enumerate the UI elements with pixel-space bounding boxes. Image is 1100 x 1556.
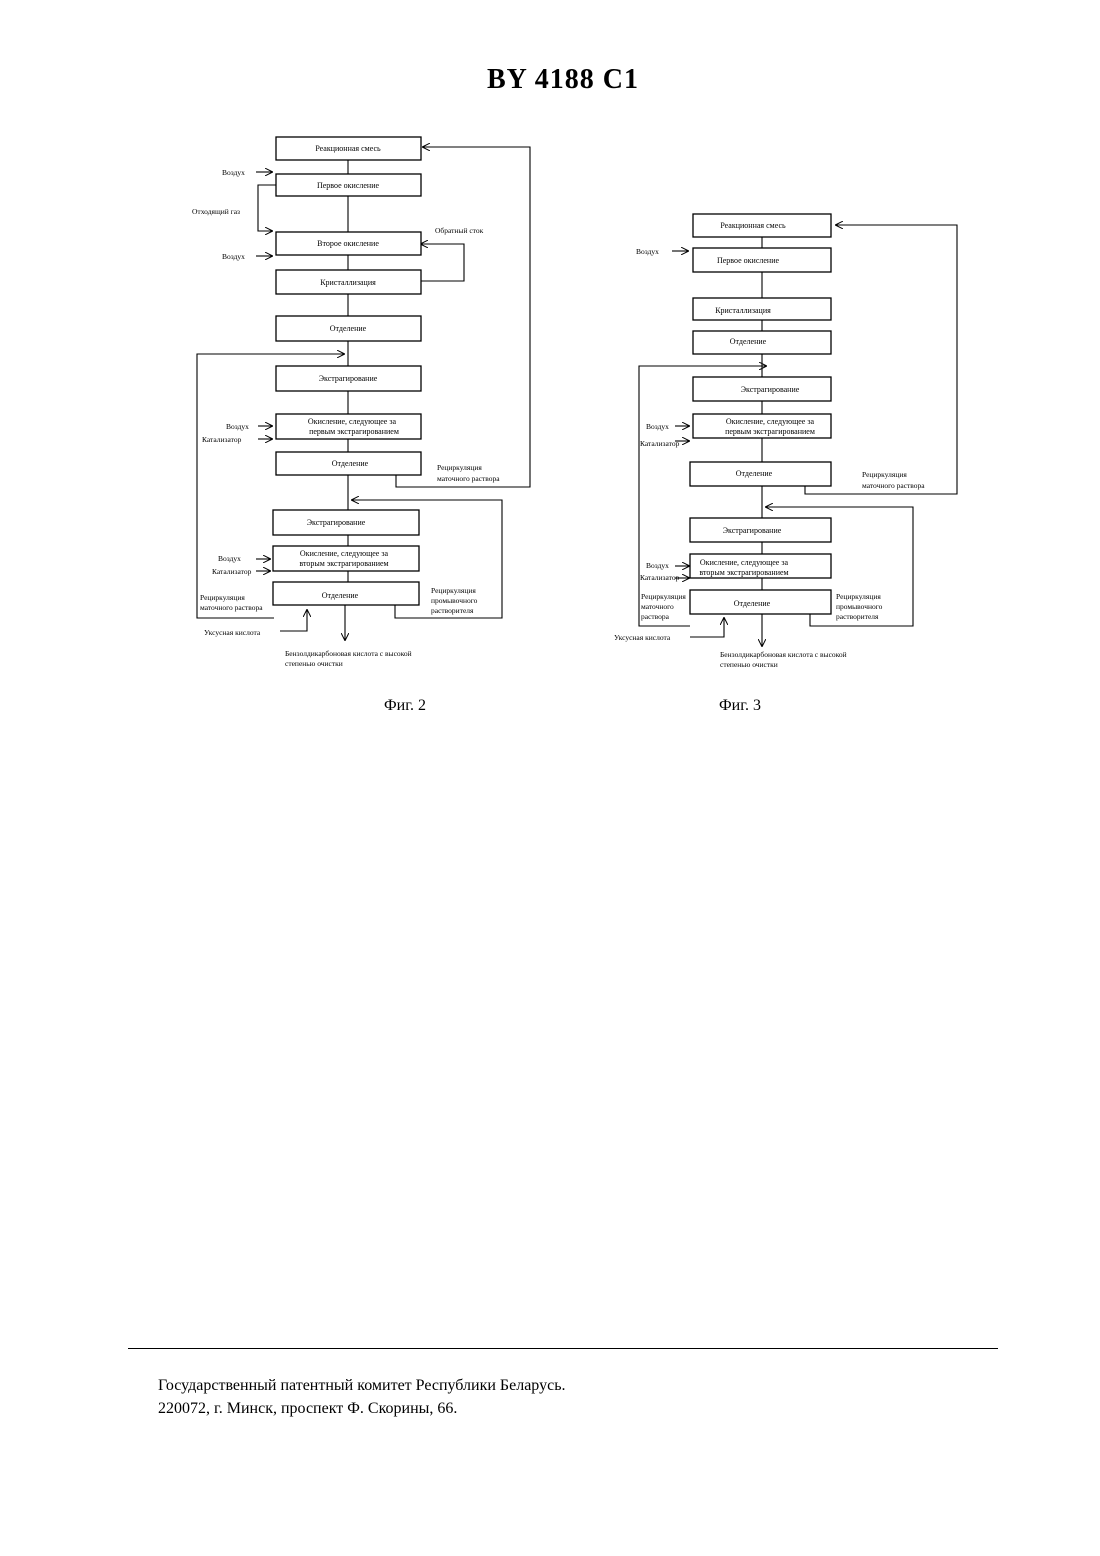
- fig3-label-acetic-acid: Уксусная кислота: [614, 633, 671, 642]
- fig3-label-catalyst-2: Катализатор: [640, 573, 680, 582]
- fig2-label-product-line2: степенью очистки: [285, 659, 343, 668]
- fig3-box-extraction-2: Экстрагирование: [723, 526, 782, 535]
- fig3-box-oxidation-after-second-line1: Окисление, следующее за: [700, 558, 789, 567]
- fig3-box-separation-3: Отделение: [734, 599, 771, 608]
- fig3-label-recycle-wash-line1: Рециркуляция: [836, 592, 881, 601]
- fig3-box-crystallization: Кристаллизация: [715, 306, 771, 315]
- footer-divider: [128, 1348, 998, 1349]
- fig2-label-recycle-mother-line1: Рециркуляция: [437, 463, 482, 472]
- fig3-box-oxidation-after-second-line2: вторым экстрагированием: [699, 568, 788, 577]
- fig3-label-air-2: Воздух: [646, 422, 669, 431]
- fig3-label-air-1: Воздух: [636, 247, 659, 256]
- fig2-box-oxidation-after-first-line2: первым экстрагированием: [309, 427, 399, 436]
- fig2-label-recycle-mother-left-line1: Рециркуляция: [200, 593, 245, 602]
- footer: Государственный патентный комитет Респуб…: [158, 1374, 566, 1420]
- document-number: BY 4188 C1: [0, 64, 1100, 96]
- fig2-box-first-oxidation: Первое окисление: [317, 181, 380, 190]
- fig3-label-recycle-mother-left-line2: маточного: [641, 602, 674, 611]
- fig2-label-recycle-wash-line2: промывочного: [431, 596, 478, 605]
- fig2-label-recycle-wash-line3: растворителя: [431, 606, 474, 615]
- figure-3-caption: Фиг. 3: [719, 697, 761, 715]
- fig2-box-second-oxidation: Второе окисление: [317, 239, 379, 248]
- fig2-box-extraction-1: Экстрагирование: [319, 374, 378, 383]
- fig2-label-air-3: Воздух: [226, 422, 249, 431]
- footer-line-2: 220072, г. Минск, проспект Ф. Скорины, 6…: [158, 1397, 566, 1420]
- fig3-box-oxidation-after-first-line1: Окисление, следующее за: [726, 417, 815, 426]
- fig3-box-oxidation-after-first-line2: первым экстрагированием: [725, 427, 815, 436]
- fig2-box-oxidation-after-second-line2: вторым экстрагированием: [299, 559, 388, 568]
- fig2-label-recycle-mother-line2: маточного раствора: [437, 474, 500, 483]
- fig2-box-extraction-2: Экстрагирование: [307, 518, 366, 527]
- fig2-box-oxidation-after-first-line1: Окисление, следующее за: [308, 417, 397, 426]
- fig2-label-product-line1: Бензолдикарбоновая кислота с высокой: [285, 649, 412, 658]
- fig2-label-recycle-mother-left-line2: маточного раствора: [200, 603, 263, 612]
- fig2-box-separation-2: Отделение: [332, 459, 369, 468]
- fig2-label-reflux: Обратный сток: [435, 226, 484, 235]
- figure-2-flowchart: Реакционная смесь Первое окисление Второ…: [180, 130, 560, 690]
- fig2-label-air-2: Воздух: [222, 252, 245, 261]
- fig3-label-recycle-mother-left-line3: раствора: [641, 612, 670, 621]
- fig3-label-product-line1: Бензолдикарбоновая кислота с высокой: [720, 650, 847, 659]
- fig3-box-separation-1: Отделение: [730, 337, 767, 346]
- fig2-box-oxidation-after-second-line1: Окисление, следующее за: [300, 549, 389, 558]
- footer-line-1: Государственный патентный комитет Респуб…: [158, 1374, 566, 1397]
- fig3-box-first-oxidation: Первое окисление: [717, 256, 780, 265]
- fig2-label-catalyst-2: Катализатор: [212, 567, 252, 576]
- figure-2-caption: Фиг. 2: [384, 697, 426, 715]
- fig3-label-catalyst-1: Катализатор: [640, 439, 680, 448]
- figure-3-flowchart: Реакционная смесь Первое окисление Крист…: [610, 205, 970, 680]
- fig2-label-air-1: Воздух: [222, 168, 245, 177]
- fig2-box-separation-1: Отделение: [330, 324, 367, 333]
- fig3-label-recycle-mother-line2: маточного раствора: [862, 481, 925, 490]
- fig3-box-extraction-1: Экстрагирование: [741, 385, 800, 394]
- fig3-label-recycle-mother-left-line1: Рециркуляция: [641, 592, 686, 601]
- fig3-label-recycle-mother-line1: Рециркуляция: [862, 470, 907, 479]
- fig2-box-reaction-mix: Реакционная смесь: [315, 144, 381, 153]
- fig3-label-recycle-wash-line2: промывочного: [836, 602, 883, 611]
- fig2-label-acetic-acid: Уксусная кислота: [204, 628, 261, 637]
- fig3-label-product-line2: степенью очистки: [720, 660, 778, 669]
- fig3-label-air-3: Воздух: [646, 561, 669, 570]
- fig3-box-separation-2: Отделение: [736, 469, 773, 478]
- fig2-box-crystallization: Кристаллизация: [320, 278, 376, 287]
- fig3-label-recycle-wash-line3: растворителя: [836, 612, 879, 621]
- fig2-label-catalyst-1: Катализатор: [202, 435, 242, 444]
- fig2-label-air-4: Воздух: [218, 554, 241, 563]
- fig2-label-recycle-wash-line1: Рециркуляция: [431, 586, 476, 595]
- fig2-label-offgas: Отходящий газ: [192, 207, 240, 216]
- fig2-box-separation-3: Отделение: [322, 591, 359, 600]
- fig3-box-reaction-mix: Реакционная смесь: [720, 221, 786, 230]
